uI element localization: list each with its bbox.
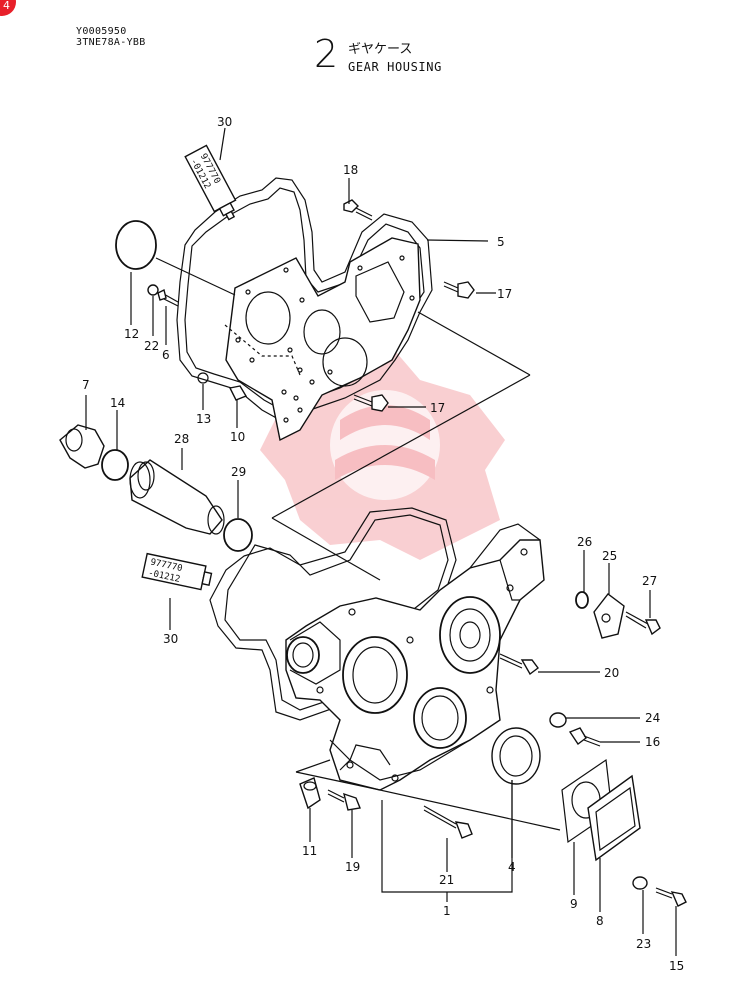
part-label-28: 28 [174,432,189,446]
title-english: GEAR HOUSING [348,60,442,74]
engine-model: 3TNE78A-YBB [76,37,146,48]
cover-plate-25 [593,593,625,639]
washer-22 [147,284,159,296]
o-ring-26 [575,591,589,609]
part-label-30: 30 [217,115,232,129]
part-labels: 30 18 5 17 17 12 22 6 13 10 7 14 28 29 3… [82,115,684,973]
part-label-6: 6 [162,348,170,362]
part-label-5: 5 [497,235,505,249]
stud-6 [157,288,179,307]
part-label-21: 21 [439,873,454,887]
drawing-code: Y0005950 [76,26,127,37]
bolt-15 [655,887,687,907]
part-label-25: 25 [602,549,617,563]
clamp-11 [299,777,321,810]
gear-housing-1 [285,523,545,791]
front-plate [224,237,421,442]
washer-23 [632,876,648,890]
pin-10 [228,385,248,401]
bolt-20 [499,653,539,676]
part-label-1: 1 [443,904,451,918]
part-label-29: 29 [231,465,246,479]
part-label-16: 16 [645,735,660,749]
o-ring-29 [223,518,253,552]
part-label-17: 17 [430,401,445,415]
o-ring-12 [115,220,157,270]
bolt-21 [423,805,473,839]
o-ring-14 [101,449,129,481]
title-japanese: ギヤケース [348,42,413,57]
leader-lines [85,127,677,956]
oil-seal-4 [491,727,541,785]
bolt-17-lower [353,394,389,412]
bolt-19 [327,789,361,811]
part-label-19: 19 [345,860,360,874]
part-label-27: 27 [642,574,657,588]
part-label-17: 17 [497,287,512,301]
part-label-9: 9 [570,897,578,911]
sealant-tube-upper: 977770 -01212 [184,144,237,221]
bolt-16 [568,727,601,747]
part-label-7: 7 [82,378,90,392]
section-number: 2 [314,32,339,76]
bolt-18 [343,199,373,221]
cap-7 [59,424,105,469]
gasket-upper [176,177,489,421]
bolt-17-upper [443,281,475,299]
part-label-13: 13 [196,412,211,426]
bolt-27 [625,611,661,636]
sealant-tube-lower: 977770 -01212 [141,552,213,591]
part-label-4: 4 [508,860,516,874]
o-ring-13 [197,372,209,384]
part-label-10: 10 [230,430,245,444]
part-label-8: 8 [596,914,604,928]
part-label-14: 14 [110,396,125,410]
washer-24 [549,712,567,728]
cover-8 [587,774,641,862]
part-label-20: 20 [604,666,619,680]
part-label-12: 12 [124,327,139,341]
part-label-22: 22 [144,339,159,353]
part-label-30: 30 [163,632,178,646]
part-label-15: 15 [669,959,684,973]
pipe-28 [129,459,225,535]
part-label-26: 26 [577,535,592,549]
part-label-18: 18 [343,163,358,177]
part-label-11: 11 [302,844,317,858]
part-label-24: 24 [645,711,660,725]
part-label-23: 23 [636,937,651,951]
